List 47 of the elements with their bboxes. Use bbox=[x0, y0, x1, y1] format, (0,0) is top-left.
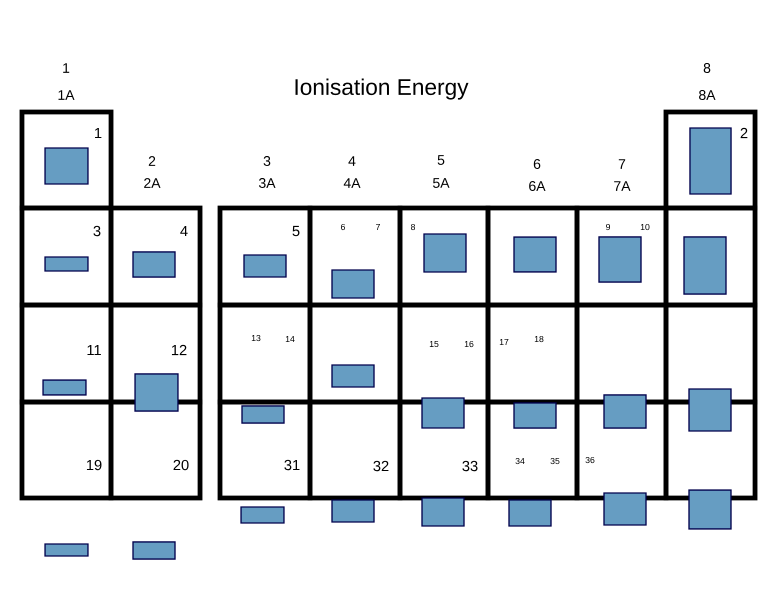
element-cell: 17 18 bbox=[486, 302, 580, 404]
element-cell: 4 bbox=[108, 206, 202, 308]
energy-bar bbox=[421, 397, 465, 429]
element-cell: 19 bbox=[20, 400, 114, 500]
energy-bar bbox=[132, 541, 176, 560]
element-cell: 13 14 bbox=[218, 302, 312, 404]
group-label: 5 bbox=[438, 155, 444, 165]
group-label: 1 bbox=[63, 63, 70, 73]
group-label: 8 bbox=[704, 63, 710, 73]
group-label: 6A bbox=[529, 181, 546, 191]
group-label: 3A bbox=[258, 178, 276, 188]
group-label: 4 bbox=[348, 156, 356, 166]
element-cell: 33 bbox=[398, 400, 490, 500]
element-cell: 15 16 bbox=[398, 302, 490, 404]
energy-bar bbox=[240, 506, 285, 524]
energy-bar bbox=[688, 388, 732, 432]
element-cell: 6 7 bbox=[308, 206, 402, 308]
energy-bar bbox=[331, 499, 375, 523]
group-label: 8A bbox=[699, 90, 716, 100]
group-label: 7 bbox=[618, 159, 626, 169]
title: Ionisation Energy bbox=[296, 78, 468, 100]
energy-bar bbox=[688, 489, 732, 530]
element-cell: 12 bbox=[108, 302, 202, 404]
element-cell: 11 bbox=[20, 302, 114, 404]
energy-bar bbox=[134, 373, 179, 412]
element-cell: 31 bbox=[218, 400, 312, 500]
energy-bar bbox=[603, 492, 647, 526]
group-label: 3 bbox=[264, 156, 270, 166]
group-label: 5A bbox=[433, 178, 450, 188]
group-label: 2A bbox=[144, 178, 161, 188]
element-cell: 20 bbox=[108, 400, 202, 500]
group-label: 7A bbox=[614, 181, 631, 191]
element-cell: 9 10 bbox=[574, 206, 668, 308]
group-label: 6 bbox=[534, 159, 540, 169]
element-cell: 32 bbox=[308, 400, 402, 500]
element-cell: 34 35 bbox=[486, 400, 580, 500]
element-cell: 8 bbox=[398, 206, 490, 308]
energy-bar bbox=[603, 394, 647, 429]
element-cell: 5 bbox=[218, 206, 312, 308]
group-label: 4A bbox=[344, 178, 361, 188]
group-label: 2 bbox=[148, 156, 156, 166]
energy-bar bbox=[421, 497, 465, 527]
element-cell: 1 bbox=[20, 110, 114, 210]
element-cell: 3 bbox=[20, 206, 114, 308]
energy-bar bbox=[508, 499, 552, 527]
element-cell: 2 bbox=[664, 110, 758, 210]
energy-bar bbox=[44, 543, 89, 557]
